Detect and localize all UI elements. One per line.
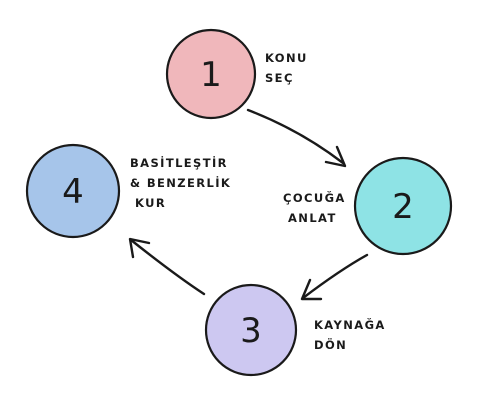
arrow-3-to-4 — [128, 237, 206, 296]
step-2-label: ÇOCUĞA ANLAT — [283, 190, 351, 225]
step-1-number: 1 — [200, 55, 222, 95]
step-1: 1 KONU SEÇ — [165, 28, 313, 120]
step-3: 3 KAYNAĞA DÖN — [204, 283, 391, 377]
arrow-2-to-3 — [300, 253, 369, 301]
step-4-label-line-1: BASİTLEŞTİR — [130, 155, 228, 170]
step-2-label-line-2: ANLAT — [288, 211, 337, 225]
step-3-label: KAYNAĞA DÖN — [314, 317, 391, 352]
step-3-label-line-2: DÖN — [314, 337, 347, 352]
step-4-label-line-3: KUR — [135, 196, 166, 210]
step-4-label: BASİTLEŞTİR & BENZERLİK KUR — [130, 155, 237, 210]
step-4: 4 BASİTLEŞTİR & BENZERLİK KUR — [25, 143, 237, 239]
step-1-circle — [165, 28, 257, 120]
step-1-label-line-2: SEÇ — [265, 71, 294, 85]
step-2-number: 2 — [392, 187, 414, 227]
step-2: 2 ÇOCUĞA ANLAT — [283, 156, 453, 256]
step-4-circle — [25, 143, 121, 239]
step-2-label-line-1: ÇOCUĞA — [283, 190, 346, 205]
step-2-circle — [353, 156, 453, 256]
step-3-label-line-1: KAYNAĞA — [314, 317, 386, 332]
step-4-number: 4 — [62, 172, 84, 212]
step-3-circle — [204, 283, 298, 377]
step-1-label: KONU SEÇ — [265, 51, 313, 85]
arrow-1-to-2 — [246, 108, 347, 168]
step-3-number: 3 — [240, 311, 262, 351]
step-4-label-line-2: & BENZERLİK — [130, 175, 231, 190]
step-1-label-line-1: KONU — [265, 51, 308, 65]
edges — [128, 108, 369, 301]
